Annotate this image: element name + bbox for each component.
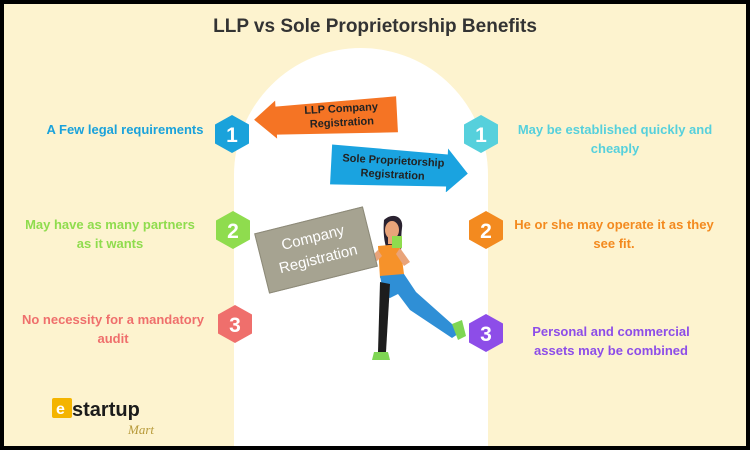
left-benefit-1-text: A Few legal requirements [46,122,204,137]
left-number-2-badge: 2 [214,210,252,250]
llp-arrow-label: LLP Company Registration [303,101,379,131]
left-benefit-3-text: No necessity for a mandatory audit [21,312,205,346]
estartup-logo: e startup Mart [50,394,180,446]
right-benefit-1-text: May be established quickly and cheaply [517,122,713,156]
left-number-1: 1 [226,124,238,147]
left-number-1-badge: 1 [213,114,251,154]
sole-registration-arrow: Sole Proprietorship Registration [329,144,469,192]
left-number-3: 3 [229,314,241,337]
right-number-1-badge: 1 [462,114,500,154]
right-number-2: 2 [480,220,492,243]
right-benefit-3-text: Personal and commercial assets may be co… [532,324,690,358]
left-benefit-2-text: May have as many partners as it wants [25,217,195,251]
right-number-1: 1 [475,124,487,147]
sole-arrow-label: Sole Proprietorship Registration [342,152,445,183]
woman-illustration [334,212,474,387]
right-number-2-badge: 2 [467,210,505,250]
logo-sub: Mart [127,422,154,437]
left-number-3-badge: 3 [216,304,254,344]
right-benefit-2-text: He or she may operate it as they see fit… [514,217,714,251]
page-title: LLP vs Sole Proprietorship Benefits [213,16,537,37]
infographic-canvas: LLP vs Sole Proprietorship Benefits A Fe… [4,4,746,446]
left-number-2: 2 [227,220,239,243]
right-number-3-badge: 3 [467,313,505,353]
logo-brand: startup [72,399,140,421]
svg-text:e: e [56,401,65,418]
llp-registration-arrow: LLP Company Registration [254,92,399,140]
right-number-3: 3 [480,323,492,346]
